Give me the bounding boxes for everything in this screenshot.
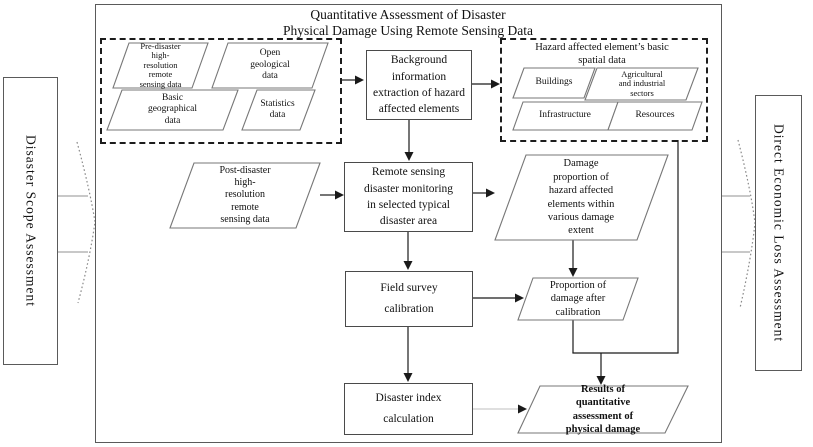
node-buildings: Buildings — [535, 77, 573, 88]
left-block-arrow — [57, 141, 96, 304]
node-pre-disaster-data: Pre-disaster high- resolution remote sen… — [139, 41, 182, 89]
node-infrastructure: Infrastructure — [539, 110, 591, 121]
node-damage-proportion: Damage proportion of hazard affected ele… — [547, 158, 615, 237]
parallelogram-buildings — [512, 67, 596, 99]
parallelogram-damage-proportion — [494, 154, 669, 241]
node-background-extraction: Background information extraction of haz… — [366, 50, 472, 120]
node-agricultural-industrial: Agricultural and industrial sectors — [618, 68, 666, 98]
node-remote-sensing-monitoring-label: Remote sensing disaster monitoring in se… — [363, 166, 454, 228]
group-hazard-affected-elements — [500, 38, 708, 142]
right-block-arrow — [721, 139, 756, 309]
node-basic-geographical-data: Basic geographical data — [147, 92, 198, 126]
left-panel-label: Disaster Scope Assessment — [23, 135, 39, 307]
node-disaster-index-calculation: Disaster index calculation — [344, 383, 473, 435]
diagram-border — [95, 4, 722, 443]
arrowheads — [335, 75, 606, 414]
node-field-survey-calibration-label: Field survey calibration — [380, 282, 438, 315]
parallelogram-basic-geographical — [106, 89, 239, 131]
diagram-title: Quantitative Assessment of Disaster Phys… — [95, 7, 721, 39]
node-post-disaster-data: Post-disaster high- resolution remote se… — [219, 165, 271, 225]
parallelogram-proportion-after — [517, 277, 639, 321]
group-hazard-title: Hazard affected element’s basic spatial … — [535, 41, 669, 66]
node-proportion-after-calibration: Proportion of damage after calibration — [549, 279, 607, 318]
parallelogram-post-disaster — [169, 162, 321, 229]
parallelogram-results — [517, 385, 689, 434]
parallelogram-open-geological — [211, 42, 329, 89]
parallelogram-agricultural — [584, 67, 699, 101]
node-resources: Resources — [635, 110, 675, 121]
diagram-title-line1: Quantitative Assessment of Disaster — [310, 7, 506, 22]
group-input-data-sources — [100, 38, 342, 144]
right-panel-direct-economic-loss: Direct Economic Loss Assessment — [755, 95, 802, 371]
node-background-extraction-label: Background information extraction of haz… — [373, 54, 465, 116]
right-panel-label: Direct Economic Loss Assessment — [771, 123, 787, 343]
left-panel-disaster-scope: Disaster Scope Assessment — [3, 77, 58, 365]
parallelogram-resources — [607, 101, 703, 131]
parallelogram-pre-disaster — [112, 42, 209, 89]
node-statistics-data: Statistics data — [260, 98, 295, 120]
node-results-quantitative-assessment: Results of quantitative assessment of ph… — [565, 383, 641, 435]
node-disaster-index-calculation-label: Disaster index calculation — [375, 392, 442, 425]
parallelogram-shapes — [106, 42, 703, 434]
node-open-geological-data: Open geological data — [250, 48, 290, 82]
node-field-survey-calibration: Field survey calibration — [345, 271, 473, 327]
diagram-title-line2: Physical Damage Using Remote Sensing Dat… — [282, 23, 534, 39]
parallelogram-statistics — [241, 89, 316, 131]
connector-lines — [320, 79, 679, 377]
node-remote-sensing-monitoring: Remote sensing disaster monitoring in se… — [344, 162, 473, 232]
